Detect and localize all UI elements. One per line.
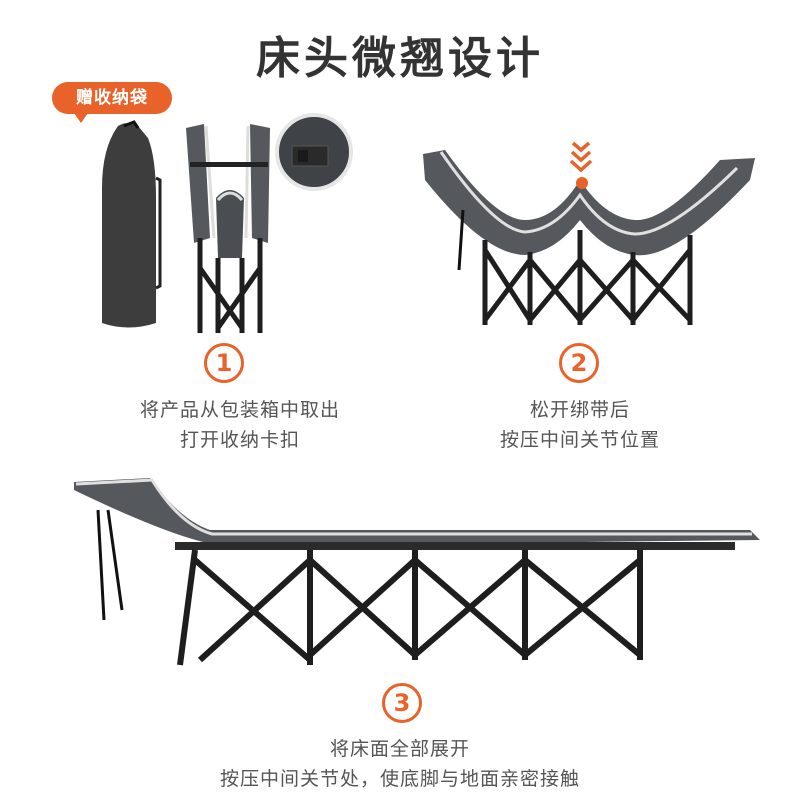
step-1-caption: 将产品从包装箱中取出 打开收纳卡扣 <box>139 399 340 451</box>
v-folded-bed-illustration <box>423 150 755 325</box>
gift-bag-badge: 赠收纳袋 <box>52 82 172 123</box>
page-title: 床头微翘设计 <box>256 33 544 84</box>
folded-bed-illustration <box>186 124 270 333</box>
step-1-number: 1 <box>204 343 244 383</box>
press-indicator-icon <box>569 141 593 173</box>
step-2-caption: 松开绑带后 按压中间关节位置 <box>499 399 660 451</box>
storage-bag-illustration <box>102 120 162 328</box>
buckle-closeup-icon <box>275 113 353 191</box>
step-2-number: 2 <box>559 343 599 383</box>
step-3-caption: 将床面全部展开 按压中间关节处，使底脚与地面亲密接触 <box>219 738 580 790</box>
unfolded-bed-illustration <box>74 478 760 666</box>
step-3-number: 3 <box>382 683 422 723</box>
